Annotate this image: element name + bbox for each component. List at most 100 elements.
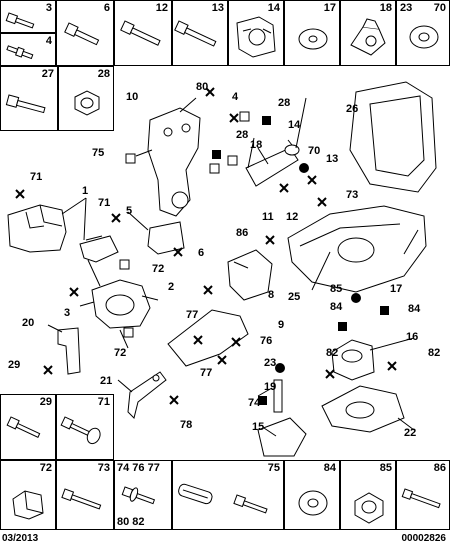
cell-14[interactable]: 14: [228, 0, 284, 66]
callout-80[interactable]: 80: [196, 81, 209, 93]
cell-6[interactable]: 6: [56, 0, 114, 66]
cell-70-number: 70: [433, 2, 446, 14]
cell-17[interactable]: 17: [284, 0, 340, 66]
cell-17-number: 17: [323, 2, 336, 14]
cell-72[interactable]: 72: [0, 460, 56, 530]
callout-75[interactable]: 75: [92, 147, 105, 159]
callout-15[interactable]: 15: [252, 421, 265, 433]
callout-78[interactable]: 78: [180, 419, 193, 431]
callout-28-b[interactable]: 28: [236, 129, 249, 141]
callout-9[interactable]: 9: [278, 319, 285, 331]
engine-mount-1: [7, 204, 67, 253]
heat-shield-26: [349, 81, 437, 193]
bolt-icon: [5, 94, 46, 114]
cell-12[interactable]: 12: [114, 0, 172, 66]
screw-icon: [6, 416, 41, 438]
callout-2[interactable]: 2: [168, 281, 175, 293]
sleeve-icon: [178, 483, 268, 514]
callout-23[interactable]: 23: [264, 357, 277, 369]
cell-75[interactable]: 75: [172, 460, 284, 530]
washer-icon: [298, 28, 328, 50]
callout-20[interactable]: 20: [22, 317, 35, 329]
cell-29-number: 29: [39, 396, 52, 408]
callout-21[interactable]: 21: [100, 375, 113, 387]
callout-82-a[interactable]: 82: [326, 347, 339, 359]
callout-18[interactable]: 18: [250, 139, 263, 151]
callout-8[interactable]: 8: [268, 289, 275, 301]
cell-86[interactable]: 86: [396, 460, 450, 530]
callout-16[interactable]: 16: [406, 331, 419, 343]
cell-6-number: 6: [103, 2, 110, 14]
callout-17[interactable]: 17: [390, 283, 403, 295]
cell-13-number: 13: [211, 2, 224, 14]
cell-28-number: 28: [97, 68, 110, 80]
cell-3-number: 3: [45, 2, 52, 14]
callout-11[interactable]: 11: [262, 211, 274, 223]
callout-72-a[interactable]: 72: [152, 263, 165, 275]
callout-77-a[interactable]: 77: [186, 309, 199, 321]
bolt-icon: [174, 20, 217, 47]
callout-28-a[interactable]: 28: [278, 97, 291, 109]
callout-85[interactable]: 85: [330, 283, 343, 295]
footer-date: 03/2013: [2, 533, 39, 544]
cell-4-number: 4: [45, 35, 52, 47]
bolt-with-spacer-icon: [60, 416, 101, 445]
cell-12-number: 12: [155, 2, 168, 14]
callout-22[interactable]: 22: [404, 427, 417, 439]
cell-80-82-number: 80 82: [117, 516, 145, 528]
callout-72-b[interactable]: 72: [114, 347, 127, 359]
callout-86[interactable]: 86: [236, 227, 249, 239]
callout-84-a[interactable]: 84: [330, 301, 343, 313]
cell-18[interactable]: 18: [340, 0, 396, 66]
clamp-icon: [12, 490, 44, 520]
callout-84-b[interactable]: 84: [408, 303, 421, 315]
nut-icon: [354, 492, 384, 524]
callout-76[interactable]: 76: [260, 335, 273, 347]
callout-74[interactable]: 74: [248, 397, 261, 409]
cell-75-number: 75: [267, 462, 280, 474]
callout-71-a[interactable]: 71: [30, 171, 43, 183]
cell-29[interactable]: 29: [0, 394, 56, 460]
cell-23-70[interactable]: 23 70: [396, 0, 450, 66]
cell-27-number: 27: [41, 68, 54, 80]
clip-icon: [236, 16, 276, 58]
cell-14-number: 14: [267, 2, 280, 14]
callout-70[interactable]: 70: [308, 145, 321, 157]
bracket-8: [227, 249, 273, 301]
callout-13[interactable]: 13: [326, 153, 339, 165]
cell-18-number: 18: [379, 2, 392, 14]
base-15: [257, 417, 307, 457]
callout-14[interactable]: 14: [288, 119, 301, 131]
callout-4[interactable]: 4: [232, 91, 239, 103]
callout-5[interactable]: 5: [126, 205, 133, 217]
cell-71[interactable]: 71: [56, 394, 114, 460]
callout-26[interactable]: 26: [346, 103, 359, 115]
callout-25[interactable]: 25: [288, 291, 301, 303]
callout-1[interactable]: 1: [82, 185, 89, 197]
cell-74-76-77-80-82[interactable]: 74 76 77 80 82: [114, 460, 172, 530]
link-21: [127, 371, 167, 419]
callout-3[interactable]: 3: [64, 307, 71, 319]
cell-85[interactable]: 85: [340, 460, 396, 530]
stud-icon: [6, 45, 34, 60]
markers: [15, 87, 397, 405]
cell-3[interactable]: 3: [0, 0, 56, 33]
callout-6[interactable]: 6: [198, 247, 205, 259]
cell-73[interactable]: 73: [56, 460, 114, 530]
bracket-clip-icon: [350, 18, 386, 56]
cell-84[interactable]: 84: [284, 460, 340, 530]
callout-73[interactable]: 73: [346, 189, 359, 201]
callout-71-b[interactable]: 71: [98, 197, 111, 209]
callout-12[interactable]: 12: [286, 211, 299, 223]
cell-13[interactable]: 13: [172, 0, 228, 66]
cell-4[interactable]: 4: [0, 33, 56, 66]
cell-28[interactable]: 28: [58, 66, 114, 131]
callout-77-b[interactable]: 77: [200, 367, 213, 379]
callout-19[interactable]: 19: [264, 381, 277, 393]
callout-10[interactable]: 10: [126, 91, 139, 103]
callout-29[interactable]: 29: [8, 359, 21, 371]
cell-84-number: 84: [323, 462, 336, 474]
cell-27[interactable]: 27: [0, 66, 58, 131]
callout-82-b[interactable]: 82: [428, 347, 441, 359]
